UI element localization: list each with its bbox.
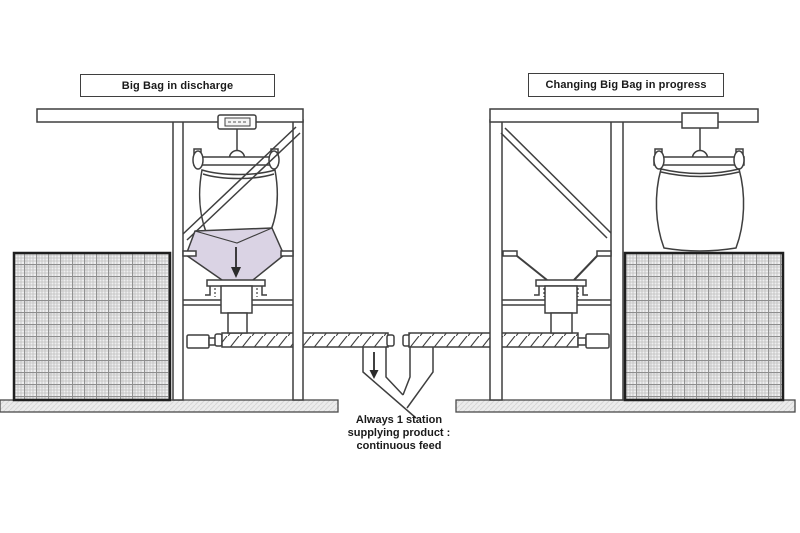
big-bag-discharging (198, 169, 279, 233)
big-bag-hanging (655, 168, 745, 252)
chute-flow-down-arrow-icon (369, 352, 379, 379)
conveyor-motor-right (585, 333, 610, 349)
floor-platform-right (455, 399, 796, 413)
docking-body (544, 285, 578, 314)
docking-station-right (502, 279, 611, 334)
caption-line: supplying product : (347, 427, 451, 439)
big-bag-bottom-cone (185, 227, 285, 286)
station-label-right: Changing Big Bag in progress (528, 73, 724, 97)
screw-conveyor-left (186, 332, 395, 349)
scale-display (217, 114, 257, 130)
floor-platform-left (0, 399, 339, 413)
frame-diagonal-brace-left (182, 126, 301, 241)
hopper-rim-right (280, 250, 294, 257)
discharge-down-arrow-icon (231, 247, 241, 278)
docking-body (220, 285, 253, 314)
screw-conveyor-right (402, 332, 610, 349)
product-block-left (12, 251, 172, 402)
conveyor-motor-left (186, 334, 210, 349)
overhead-beam-left (36, 108, 304, 123)
frame-column (610, 119, 624, 401)
station-label-left: Big Bag in discharge (80, 74, 275, 97)
hopper-rim-left (182, 250, 197, 257)
merge-chute (362, 347, 434, 419)
spreader-bar-left (192, 148, 280, 170)
hoist-trolley (681, 112, 719, 129)
caption-line: continuous feed (356, 440, 442, 452)
product-block-right (623, 251, 785, 402)
hook-icon (228, 149, 246, 159)
caption-line: Always 1 station (355, 414, 443, 426)
hopper-right (502, 250, 612, 281)
frame-column (172, 119, 184, 401)
docking-flange (206, 279, 266, 287)
station-left (36, 108, 304, 401)
docking-station-left (183, 279, 293, 334)
spreader-bar-right (653, 148, 745, 170)
station-right (489, 108, 759, 401)
continuous-feed-caption: Always 1 station supplying product : con… (299, 414, 499, 453)
docking-flange (535, 279, 587, 287)
outlet-duct (227, 312, 248, 334)
frame-column (489, 119, 503, 401)
frame-diagonal-brace-right (500, 127, 612, 239)
hook-icon (691, 149, 709, 159)
outlet-duct (550, 312, 573, 334)
frame-column (292, 119, 304, 401)
